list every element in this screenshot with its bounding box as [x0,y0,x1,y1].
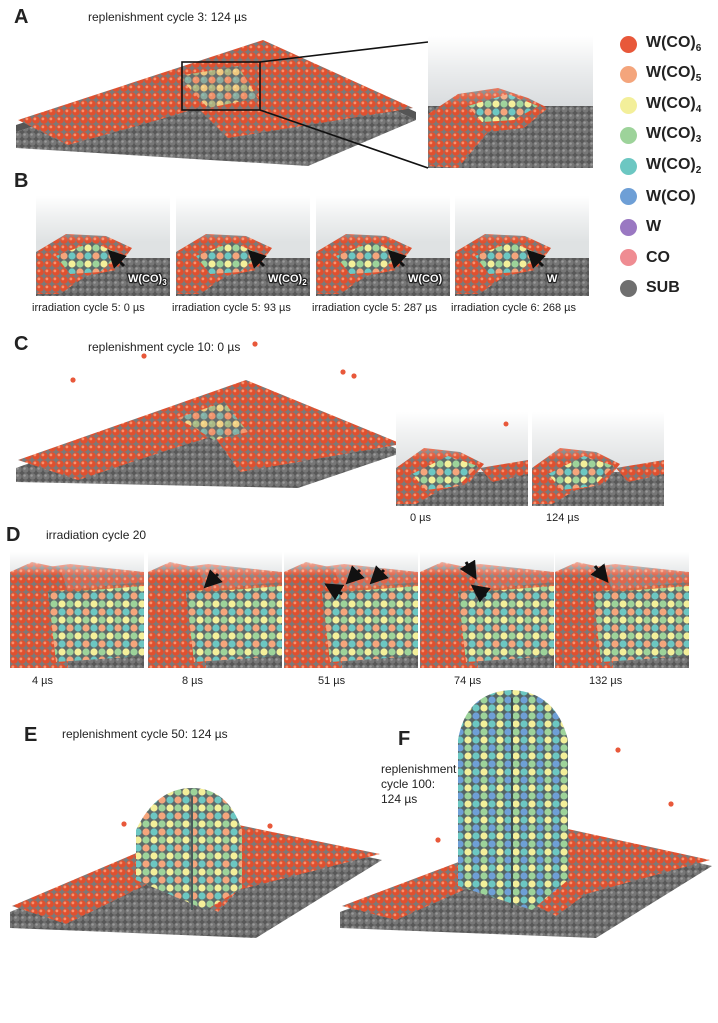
panel-d-time-label: 4 µs [32,675,54,687]
panel-c-time-label: 124 µs [546,512,580,524]
legend-label: W(CO) [646,187,696,205]
panel-d-frame [420,552,554,668]
panel-a-surface-render [16,40,428,169]
legend-swatch [620,127,637,144]
legend-item: W(CO)3 [620,121,701,151]
panel-d-time-label: 8 µs [182,675,204,687]
legend-swatch [620,66,637,83]
panel-a-zoom-inset [428,36,593,168]
panel-b-frame-caption: irradiation cycle 5: 0 µs [32,302,145,314]
panel-d-time-label: 132 µs [589,675,623,687]
panel-f-surface-render [340,690,712,938]
panel-d-frame [148,552,282,668]
panel-e-caption: replenishment cycle 50: 124 µs [62,727,228,741]
panel-label-b: B [14,170,29,192]
panel-f-caption-line-3: 124 µs [381,792,418,806]
panel-b-frame-caption: irradiation cycle 5: 93 µs [172,302,291,314]
panel-label-f: F [398,728,411,750]
legend-item: W(CO) [620,182,696,212]
legend-label: W(CO)2 [646,155,702,177]
arrow-species-label: W(CO)2 [268,273,307,287]
panel-b-frame: W [455,196,589,296]
legend-label: CO [646,248,670,266]
panel-d-frame [555,552,689,668]
panel-b-frame: W(CO)3 [36,196,170,296]
legend-item: CO [620,243,670,273]
panel-d-caption: irradiation cycle 20 [46,528,147,542]
legend-item: W(CO)5 [620,60,701,90]
panel-b-frame: W(CO) [316,196,450,296]
legend-swatch [620,96,637,114]
panel-c-frame [532,412,664,506]
panel-e-surface-render [10,788,382,938]
panel-c-time-label: 0 µs [410,512,432,524]
legend-item: W [620,212,661,242]
panel-d-time-label: 51 µs [318,675,346,687]
legend-label: W(CO)4 [646,94,702,116]
panel-c-frame [396,412,528,506]
arrow-species-label: W [547,273,558,285]
legend-swatch [620,35,637,53]
panel-a-caption: replenishment cycle 3: 124 µs [88,10,247,24]
legend-item: SUB [620,273,680,303]
panel-c-surface-render [16,341,404,488]
panel-c-caption: replenishment cycle 10: 0 µs [88,340,241,354]
panel-b-frame: W(CO)2 [176,196,310,296]
legend-label: W(CO)3 [646,125,702,146]
legend-item: W(CO)6 [620,29,701,59]
panel-f-caption-line-2: cycle 100: [381,777,436,791]
legend-label: W(CO)6 [646,33,702,55]
legend-label: W [646,218,662,235]
panel-b-frame-caption: irradiation cycle 5: 287 µs [312,302,437,314]
legend-item: W(CO)4 [620,90,701,120]
panel-d-time-label: 74 µs [454,675,482,687]
legend-swatch [620,249,637,266]
panel-f-caption-line-1: replenishment [381,762,457,776]
legend-item: W(CO)2 [620,151,701,181]
panel-label-a: A [14,6,29,28]
panel-b-frame-caption: irradiation cycle 6: 268 µs [451,302,576,314]
legend-label: W(CO)5 [646,64,702,85]
panel-label-e: E [24,724,38,746]
panel-label-c: C [14,333,29,355]
legend-swatch [620,157,637,175]
arrow-species-label: W(CO)3 [128,273,167,287]
panel-label-d: D [6,524,21,546]
legend-swatch [620,279,637,297]
legend-swatch [620,188,637,205]
legend-swatch [620,218,637,236]
panel-d-frame [10,552,144,668]
panel-d-frame [284,552,418,668]
zoom-region-box [181,61,261,111]
arrow-species-label: W(CO) [408,273,443,285]
legend-label: SUB [646,279,680,296]
